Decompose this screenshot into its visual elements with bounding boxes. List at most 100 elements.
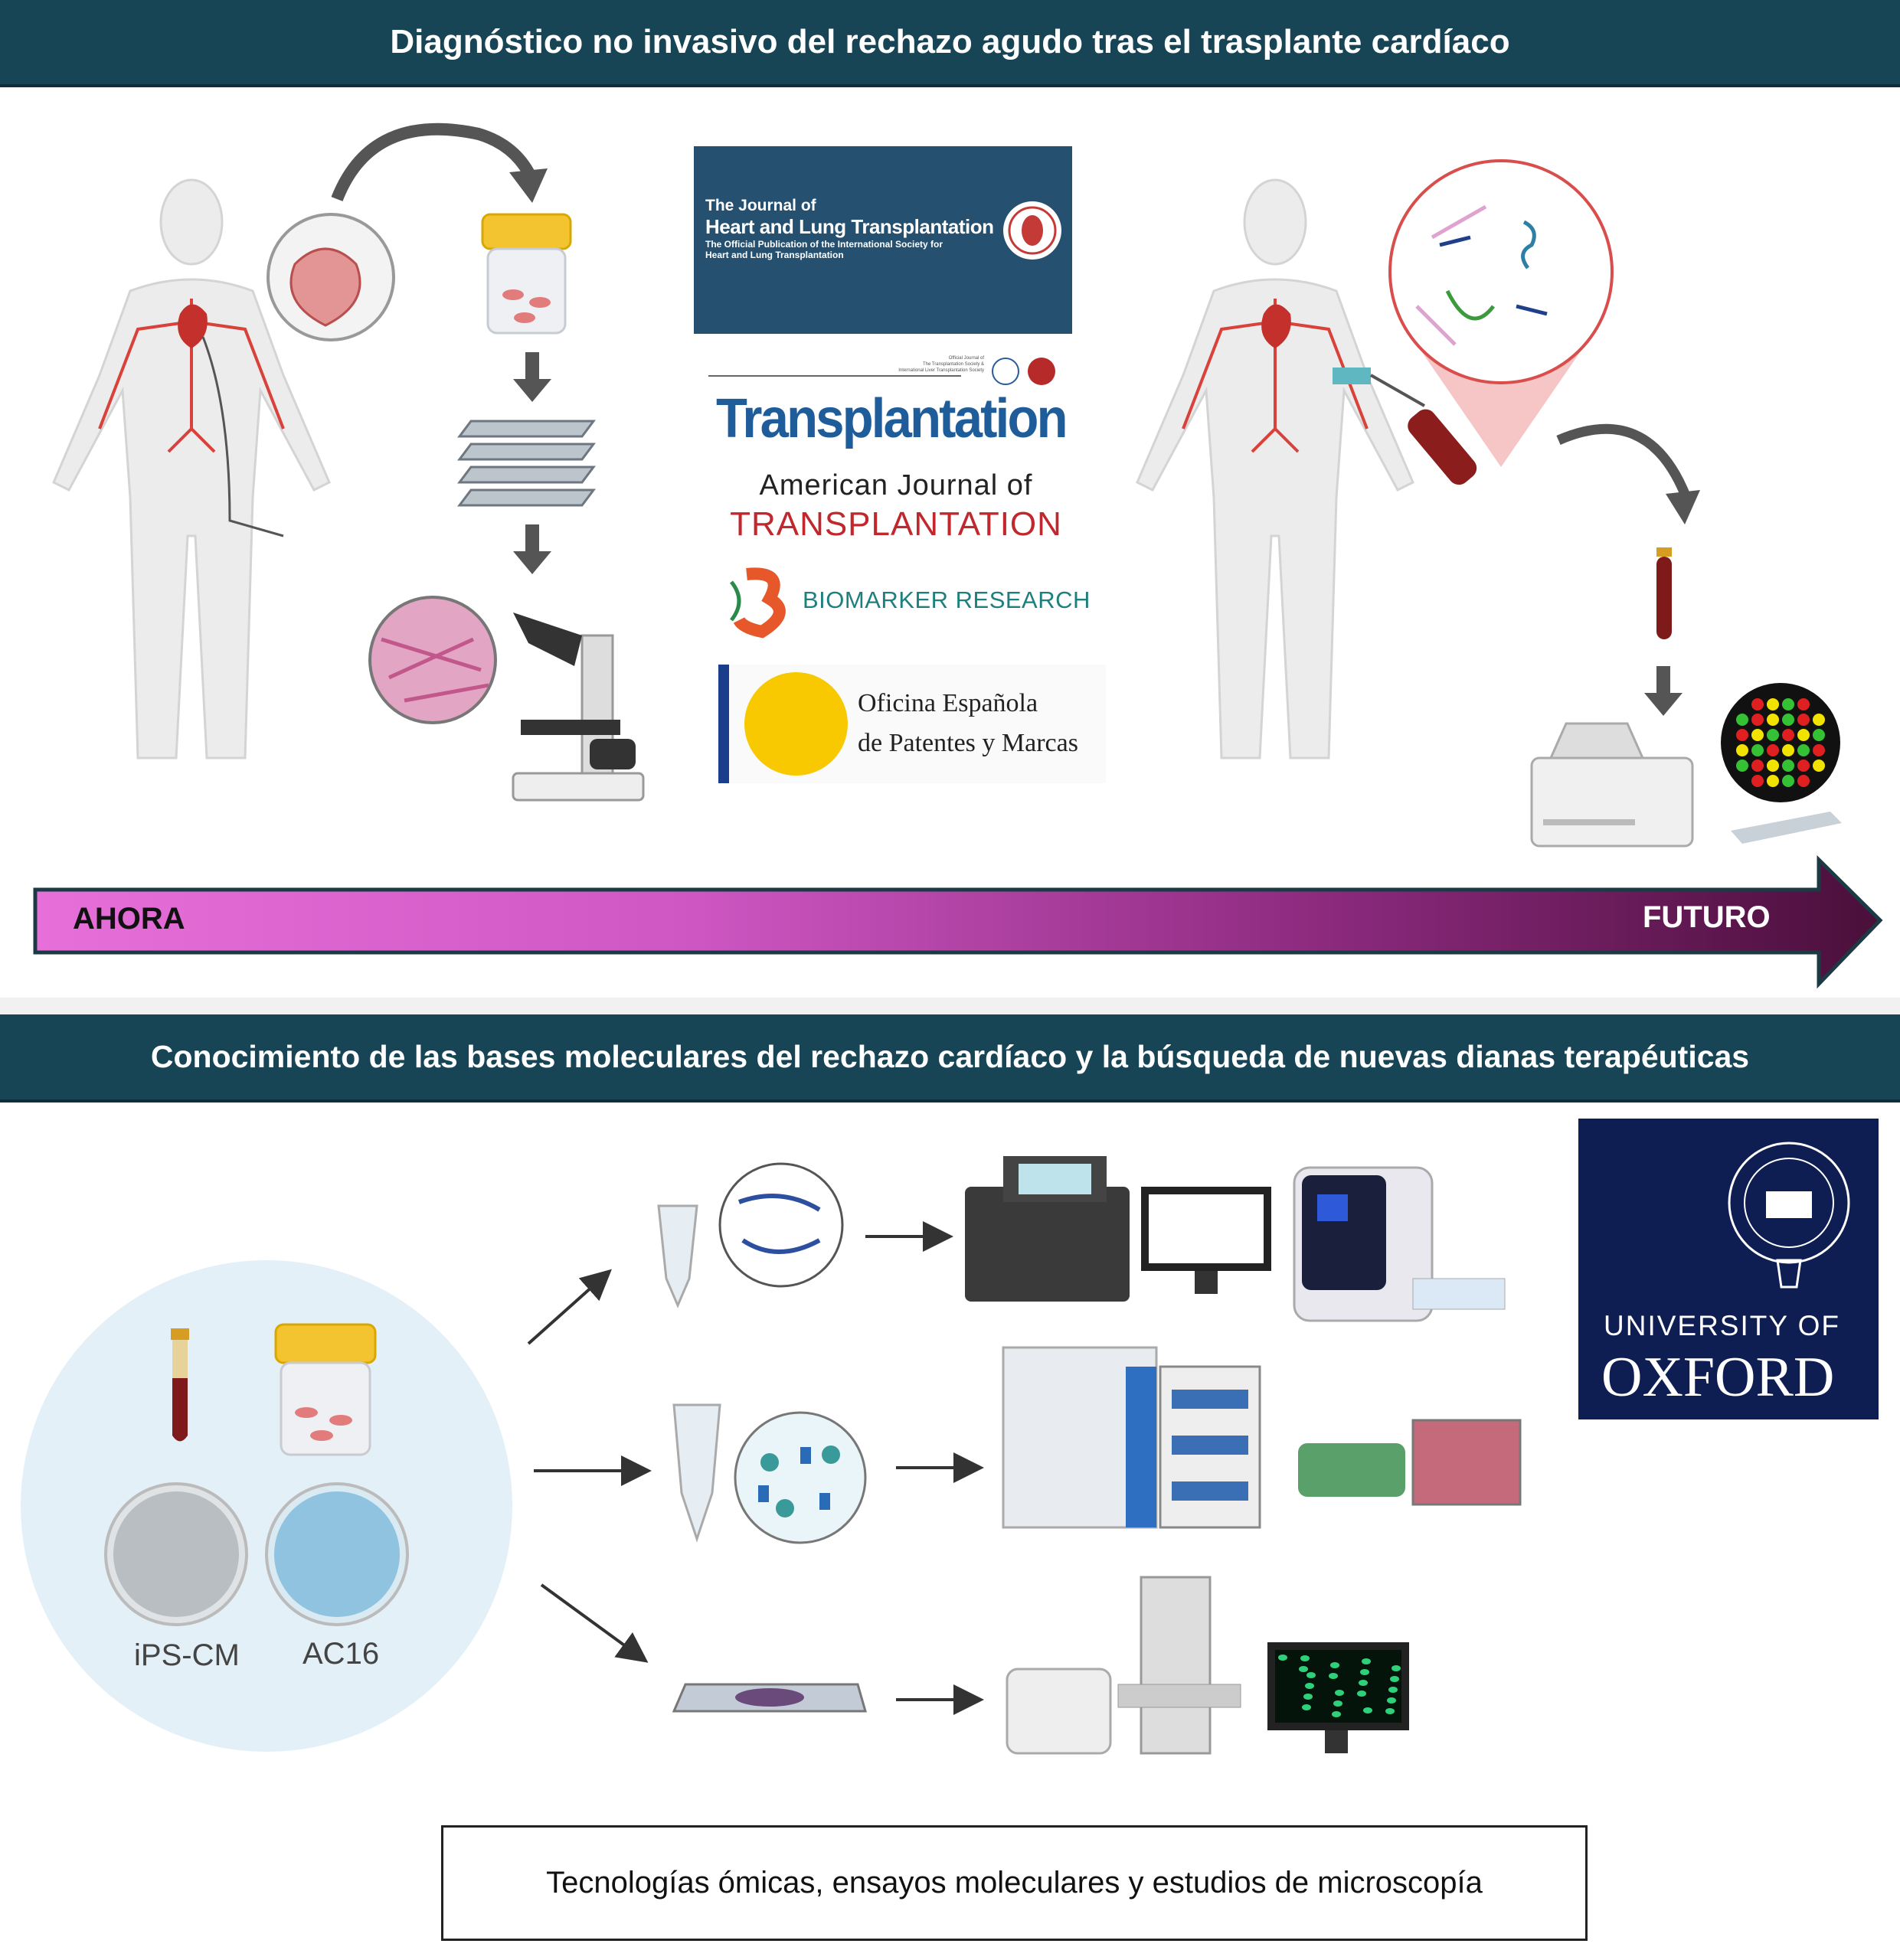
fluorescent-cell <box>1387 1697 1396 1704</box>
ips-cm-label: iPS-CM <box>134 1638 240 1672</box>
microarray-spot <box>1782 729 1794 741</box>
fluorescent-cell <box>1332 1711 1341 1717</box>
oepm-logo: Oficina Española de Patentes y Marcas <box>718 665 1106 783</box>
jhlt-line2: Heart and Lung Transplantation <box>705 215 994 238</box>
tissue-slide-icon <box>672 1683 867 1713</box>
microarray-spot <box>1751 729 1764 741</box>
proteomics-equipment-icon <box>1002 1346 1522 1529</box>
timeline-arrow <box>33 855 1883 989</box>
jhlt-line3: The Official Publication of the Internat… <box>705 239 943 250</box>
transplantation-header: Official Journal of The Transplantation … <box>708 352 1068 389</box>
protein-tube-zoom-icon <box>672 1403 867 1544</box>
microarray-spot <box>1767 744 1779 756</box>
fluorescent-cell <box>1335 1690 1344 1696</box>
microscope-slides-icon <box>457 420 596 507</box>
microarray-spot <box>1797 714 1810 726</box>
microarray-spot <box>1736 714 1748 726</box>
microarray-spot <box>1797 698 1810 710</box>
microarray-spot <box>1813 714 1825 726</box>
microarray-spot <box>1797 729 1810 741</box>
jhlt-line4: Heart and Lung Transplantation <box>705 250 844 260</box>
ishlt-seal-icon <box>1003 201 1061 260</box>
ips-cm-culture-dish-icon <box>104 1482 248 1626</box>
fluorescent-cell <box>1359 1680 1368 1686</box>
microarray-spot <box>1813 744 1825 756</box>
down-arrow-icon <box>513 524 551 574</box>
samples-circle <box>21 1260 512 1752</box>
microarray-spot <box>1767 698 1779 710</box>
microarray-spot <box>1797 744 1810 756</box>
footer-text: Tecnologías ómicas, ensayos moleculares … <box>546 1866 1483 1900</box>
fluorescent-cell <box>1306 1672 1316 1678</box>
microarray-spot <box>1767 714 1779 726</box>
fluorescent-cell <box>1302 1704 1311 1710</box>
microarray-spot <box>1782 744 1794 756</box>
fluorescent-cell <box>1391 1665 1401 1671</box>
section-divider <box>0 998 1900 1014</box>
blood-tube-draw-icon <box>1333 368 1477 485</box>
down-arrow-icon <box>513 352 551 402</box>
microarray-spot <box>1782 714 1794 726</box>
cell-free-dna-zoom-icon <box>1388 159 1614 467</box>
fluorescent-cell <box>1305 1683 1314 1689</box>
catheter-icon <box>201 336 284 537</box>
ajt-line2: TRANSPLANTATION <box>730 505 1062 543</box>
sequencer-machine-icon <box>1530 722 1694 848</box>
footer-box: Tecnologías ómicas, ensayos moleculares … <box>441 1825 1588 1941</box>
oxford-line1: UNIVERSITY OF <box>1604 1310 1841 1341</box>
sequencing-equipment-icon <box>965 1156 1506 1322</box>
timeline-start-label: AHORA <box>73 902 185 936</box>
microarray-spot <box>1751 698 1764 710</box>
oepm-line2: de Patentes y Marcas <box>858 729 1078 757</box>
fluorescent-cell <box>1357 1690 1366 1697</box>
microarray-spot <box>1736 760 1748 772</box>
bottom-banner-title: Conocimiento de las bases moleculares de… <box>150 1039 1750 1074</box>
human-figure-blood-draw <box>1136 178 1414 760</box>
oxford-logo: UNIVERSITY OF OXFORD <box>1578 1119 1879 1419</box>
tissue-sample-container-icon <box>274 1323 377 1456</box>
oxford-line2: OXFORD <box>1601 1346 1835 1409</box>
microarray-spot <box>1782 775 1794 787</box>
fluorescent-cell <box>1362 1658 1371 1664</box>
microarray-spot <box>1797 760 1810 772</box>
transplantation-small-line: The Transplantation Society & <box>922 362 984 367</box>
top-banner: Diagnóstico no invasivo del rechazo agud… <box>0 0 1900 87</box>
microarray-spot <box>1782 698 1794 710</box>
jhlt-line1: The Journal of <box>705 197 816 214</box>
society-seals-icon <box>992 358 1055 385</box>
down-arrow-icon <box>1644 666 1683 716</box>
bottom-banner: Conocimiento de las bases moleculares de… <box>0 1014 1900 1102</box>
fluorescent-cell <box>1300 1655 1310 1661</box>
transplantation-small-line: Official Journal of <box>948 356 984 361</box>
microarray-spot <box>1767 775 1779 787</box>
curved-arrow-icon <box>331 122 548 203</box>
fluorescent-cell <box>1278 1655 1287 1661</box>
biomarker-logo-icon <box>729 567 786 639</box>
microarray-spot <box>1751 714 1764 726</box>
sample-container-icon <box>481 213 572 335</box>
heart-icon <box>178 304 208 348</box>
human-figure-biopsy <box>52 178 331 760</box>
heart-biopsy-zoom-icon <box>267 213 395 341</box>
heart-icon <box>1261 304 1291 348</box>
microarray-spot <box>1767 729 1779 741</box>
oxford-seal-icon <box>1728 1142 1850 1289</box>
fluorescent-cell <box>1363 1707 1372 1713</box>
ac16-culture-dish-icon <box>265 1482 409 1626</box>
fluorescence-image-icon <box>1278 1655 1401 1717</box>
ajt-line1: American Journal of <box>759 469 1033 501</box>
microarray-spot <box>1751 760 1764 772</box>
jhlt-journal-logo: The Journal of Heart and Lung Transplant… <box>694 146 1072 334</box>
biomarker-research-logo: BIOMARKER RESEARCH <box>803 586 1091 613</box>
fluorescent-cell <box>1299 1666 1308 1672</box>
curved-arrow-icon <box>1556 423 1700 524</box>
ac16-label: AC16 <box>302 1637 380 1671</box>
fluorescent-cell <box>1333 1700 1342 1707</box>
fluorescent-cell <box>1329 1673 1338 1679</box>
microarray-spot <box>1736 744 1748 756</box>
microarray-spot <box>1813 760 1825 772</box>
transplantation-small-line: International Liver Transplantation Soci… <box>898 368 984 373</box>
fluorescent-cell <box>1330 1662 1339 1668</box>
oepm-line1: Oficina Española <box>858 689 1038 717</box>
